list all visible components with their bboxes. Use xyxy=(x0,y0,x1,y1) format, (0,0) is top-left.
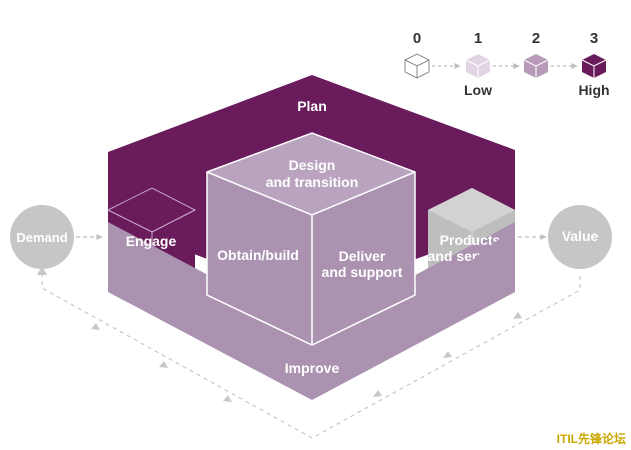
loop-arrow-7 xyxy=(37,266,47,275)
legend-low-caption: Low xyxy=(464,82,492,98)
design-face xyxy=(207,133,415,215)
legend-cube-0 xyxy=(404,53,430,79)
loop-arrow-5 xyxy=(159,361,168,368)
value-node xyxy=(548,205,612,269)
design-label-line2: and transition xyxy=(266,174,359,190)
deliver-label-line1: Deliver xyxy=(339,248,386,264)
central-cube xyxy=(206,132,416,346)
improve-label: Improve xyxy=(285,360,340,376)
demand-node xyxy=(10,205,74,269)
legend-num-0: 0 xyxy=(413,30,421,47)
feedback-loop xyxy=(37,266,581,439)
obtain-label: Obtain/build xyxy=(217,247,299,263)
plan-label: Plan xyxy=(297,98,327,114)
design-label-line1: Design xyxy=(289,157,336,173)
loop-arrow-4 xyxy=(223,395,232,402)
loop-arrow-2 xyxy=(443,351,452,358)
watermark-text: ITIL先锋论坛 xyxy=(557,431,626,446)
obtain-face xyxy=(207,172,312,345)
legend-num-1: 1 xyxy=(474,30,482,47)
improve-base xyxy=(108,222,515,400)
products-label-line1: Products xyxy=(440,232,501,248)
deliver-label-line2: and support xyxy=(322,264,403,280)
legend-cube-2 xyxy=(523,54,549,78)
legend-high-caption: High xyxy=(578,82,609,98)
legend-cube-3 xyxy=(581,54,607,78)
loop-arrow-1 xyxy=(513,312,522,319)
value-label: Value xyxy=(562,228,599,244)
demand-label: Demand xyxy=(16,230,67,245)
legend-num-3: 3 xyxy=(590,30,598,47)
loop-arrow-3 xyxy=(373,390,382,397)
engage-label: Engage xyxy=(126,233,177,249)
legend-cube-1 xyxy=(465,54,491,78)
deliver-face xyxy=(312,172,415,345)
legend: 0 1 2 3 Low High xyxy=(404,30,610,98)
loop-arrow-6 xyxy=(91,323,100,330)
legend-num-2: 2 xyxy=(532,30,540,47)
